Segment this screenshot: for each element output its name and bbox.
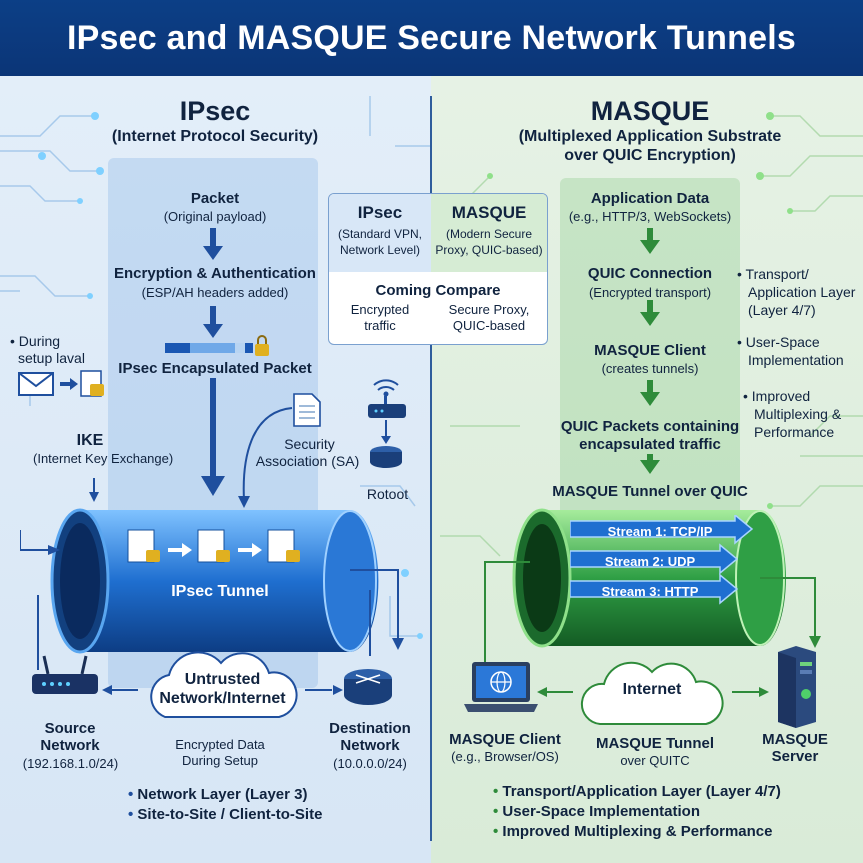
- wifi-router-icon: [368, 379, 406, 468]
- compare-right-1: Secure Proxy,: [448, 302, 530, 317]
- side-note-3-line-1: • Improved: [743, 388, 811, 404]
- encrypted-data-label-2: During Setup: [182, 753, 258, 768]
- source-router-icon: [32, 655, 98, 694]
- masque-bullet-2: User-Space Implementation: [493, 803, 853, 820]
- masque-client-label-sub: (e.g., Browser/OS): [451, 749, 559, 764]
- page-title: IPsec and MASQUE Secure Network Tunnels: [0, 0, 863, 76]
- source-network-2: Network: [40, 737, 100, 754]
- cloud-arrows: [102, 685, 343, 695]
- destination-router-icon: [344, 669, 392, 705]
- compare-title: Coming Compare: [375, 282, 501, 299]
- compare-masque-head: MASQUE: [451, 203, 527, 222]
- masque-client-title: MASQUE Client: [594, 342, 706, 359]
- sa-arrow: [238, 407, 293, 508]
- ipsec-bullet-2: Site-to-Site / Client-to-Site: [128, 806, 428, 823]
- quic-packets-1: QUIC Packets containing: [560, 418, 740, 435]
- compare-left-1: Encrypted: [350, 302, 410, 317]
- stream-1-label: Stream 1: TCP/IP: [607, 524, 713, 539]
- app-data-title: Application Data: [590, 190, 710, 207]
- tunnel-packets: [127, 529, 300, 563]
- ike-title: IKE: [76, 432, 104, 449]
- laptop-icon: [464, 662, 538, 712]
- compare-ipsec-sub-2: Network Level): [339, 243, 421, 257]
- masque-tunnel-diagram: [484, 508, 821, 680]
- stream-3-label: Stream 3: HTTP: [601, 584, 699, 599]
- side-note-1-line-1: • Transport/: [737, 266, 809, 282]
- ipsec-tunnel-diagram: [20, 478, 404, 670]
- compare-ipsec-sub-1: (Standard VPN,: [337, 227, 423, 241]
- comparison-box: IPsec (Standard VPN, Network Level) MASQ…: [328, 193, 548, 345]
- masque-bullet-3: Improved Multiplexing & Performance: [493, 823, 853, 840]
- packet-title: Packet: [190, 190, 240, 207]
- router-label: Rotoot: [366, 486, 409, 502]
- side-note-1-line-2: Application Layer: [748, 284, 856, 300]
- stream-2-label: Stream 2: UDP: [604, 554, 696, 569]
- masque-client-label: MASQUE Client: [449, 731, 561, 748]
- setup-icons: [18, 370, 104, 397]
- cloud-label-2: Network/Internet: [159, 690, 286, 707]
- masque-tunnel-label-1: MASQUE Tunnel: [595, 735, 715, 752]
- side-note-1-line-3: (Layer 4/7): [748, 302, 816, 318]
- during-setup-label-1: • During: [10, 333, 61, 349]
- side-note-3-line-3: Performance: [754, 424, 835, 440]
- compare-masque-sub-1: (Modern Secure: [445, 227, 533, 241]
- app-data-subtitle: (e.g., HTTP/3, WebSockets): [568, 209, 732, 224]
- ipsec-flow-arrows: [201, 228, 225, 496]
- compare-right-2: QUIC-based: [452, 318, 526, 333]
- sa-label-1: Security: [284, 436, 335, 452]
- compare-ipsec-cell: [329, 194, 431, 272]
- masque-subtitle-1: (Multiplexed Application Substrate: [518, 128, 782, 145]
- ipsec-subtitle: (Internet Protocol Security): [111, 128, 319, 145]
- compare-masque-cell: [431, 194, 547, 272]
- cloud-label-1: Untrusted: [184, 671, 261, 688]
- side-note-3-line-2: Multiplexing &: [754, 406, 842, 422]
- side-note-2-line-1: • User-Space: [737, 334, 820, 350]
- ipsec-tunnel-label: IPsec Tunnel: [171, 583, 269, 600]
- dest-network-1: Destination: [329, 720, 411, 737]
- internet-cloud-icon: [580, 661, 724, 725]
- compare-ipsec-head: IPsec: [357, 203, 403, 222]
- quic-packets-2: encapsulated traffic: [579, 436, 721, 453]
- sa-label-2: Association (SA): [255, 453, 360, 469]
- side-note-2-line-2: Implementation: [748, 352, 844, 368]
- quic-subtitle: (Encrypted transport): [588, 285, 712, 300]
- internet-label: Internet: [622, 681, 682, 698]
- locked-document-icon: [80, 370, 104, 397]
- compare-left-2: traffic: [364, 318, 396, 333]
- ipsec-heading: IPsec: [179, 96, 251, 126]
- encapsulated-packet-bar: [165, 335, 269, 356]
- center-divider: [430, 96, 432, 841]
- masque-server-1: MASQUE: [762, 731, 828, 748]
- masque-heading: MASQUE: [590, 96, 710, 126]
- masque-bullet-1: Transport/Application Layer (Layer 4/7): [493, 783, 853, 800]
- masque-flow-arrows: [640, 228, 660, 474]
- encryption-subtitle: (ESP/AH headers added): [141, 285, 289, 300]
- masque-subtitle-2: over QUIC Encryption): [564, 147, 736, 164]
- compare-masque-sub-2: Proxy, QUIC-based): [435, 243, 543, 257]
- stream-bars: [570, 515, 754, 605]
- masque-tunnel-title: MASQUE Tunnel over QUIC: [552, 483, 748, 500]
- quic-title: QUIC Connection: [587, 265, 713, 282]
- dest-network-2: Network: [340, 737, 400, 754]
- during-setup-label-2: setup laval: [18, 350, 85, 366]
- masque-server-2: Server: [771, 748, 819, 765]
- server-icon: [778, 646, 816, 728]
- document-icon: [293, 393, 321, 427]
- ipsec-bullet-1: Network Layer (Layer 3): [128, 786, 428, 803]
- ike-subtitle: (Internet Key Exchange): [33, 451, 174, 466]
- dest-network-ip: (10.0.0.0/24): [333, 756, 407, 771]
- encapsulated-title: IPsec Encapsulated Packet: [118, 360, 312, 377]
- envelope-icon: [18, 372, 54, 396]
- source-network-ip: (192.168.1.0/24): [22, 756, 119, 771]
- source-network-1: Source: [44, 720, 96, 737]
- encrypted-data-label-1: Encrypted Data: [175, 737, 265, 752]
- packet-subtitle: (Original payload): [163, 209, 267, 224]
- masque-client-subtitle: (creates tunnels): [601, 361, 699, 376]
- untrusted-cloud-icon: [150, 651, 298, 718]
- lock-icon: [255, 335, 269, 356]
- internet-arrows: [537, 687, 769, 697]
- encryption-title: Encryption & Authentication: [114, 265, 316, 282]
- masque-tunnel-label-2: over QUITC: [620, 753, 690, 768]
